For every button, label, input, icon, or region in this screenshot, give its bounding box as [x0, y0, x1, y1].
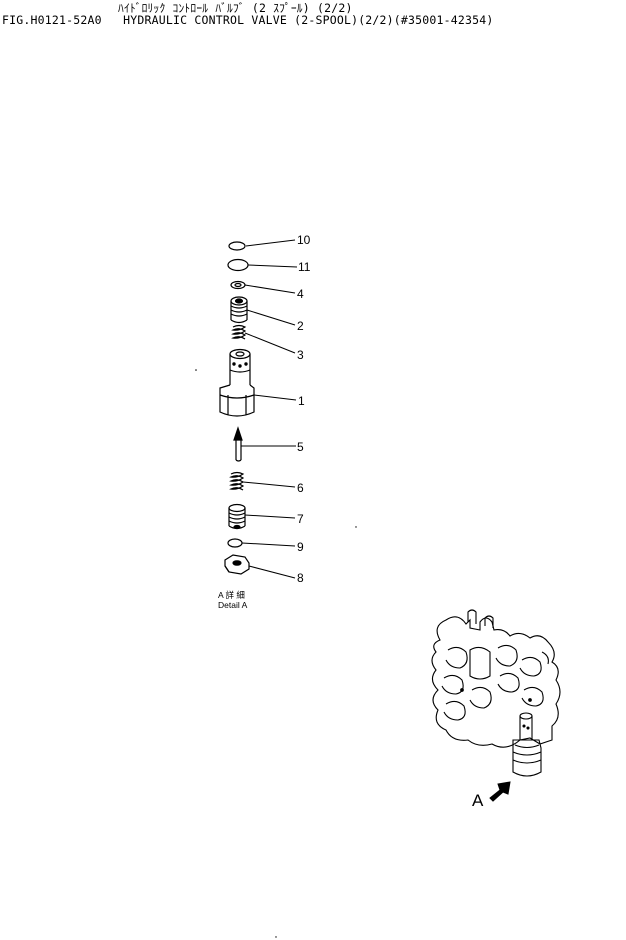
- valve-assembly-overview: [431, 609, 561, 777]
- callout-6: 6: [297, 481, 304, 495]
- part-1-valve-body: [219, 348, 255, 417]
- part-6-spring: [229, 471, 245, 491]
- callout-5: 5: [297, 440, 304, 454]
- fig-number: FIG.H0121-52A0: [2, 13, 102, 27]
- part-5-pin: [233, 426, 243, 462]
- callout-9: 9: [297, 540, 304, 554]
- part-3-spring: [231, 324, 247, 340]
- part-9-oring: [227, 538, 243, 548]
- leader-lines: [241, 239, 298, 579]
- callout-2: 2: [297, 319, 304, 333]
- valve-cartridge-location: [512, 712, 542, 777]
- header-japanese-title: ﾊｲﾄﾞﾛﾘｯｸ ｺﾝﾄﾛｰﾙ ﾊﾞﾙﾌﾞ (2 ｽﾌﾟｰﾙ) (2/2): [118, 1, 353, 15]
- diagram-title: HYDRAULIC CONTROL VALVE (2-SPOOL)(2/2)(#…: [123, 13, 494, 27]
- header-title-line: FIG.H0121-52A0 HYDRAULIC CONTROL VALVE (…: [2, 13, 494, 27]
- callout-7: 7: [297, 512, 304, 526]
- callout-10: 10: [297, 233, 311, 247]
- view-arrow-label: A: [472, 791, 484, 810]
- callout-1: 1: [298, 394, 305, 408]
- detail-label: Detail A: [218, 600, 248, 610]
- detail-label-japanese: A 詳 細: [218, 590, 245, 600]
- part-7-plug: [228, 503, 246, 530]
- part-2-plug: [230, 296, 248, 324]
- callout-4: 4: [297, 287, 304, 301]
- part-11-oring: [227, 258, 249, 272]
- callout-3: 3: [297, 348, 304, 362]
- view-arrow: [489, 781, 511, 802]
- part-8-nut: [224, 554, 250, 575]
- callout-11: 11: [298, 260, 311, 274]
- callout-8: 8: [297, 571, 304, 585]
- part-4-washer: [230, 280, 246, 290]
- part-10-small-oring: [228, 241, 246, 251]
